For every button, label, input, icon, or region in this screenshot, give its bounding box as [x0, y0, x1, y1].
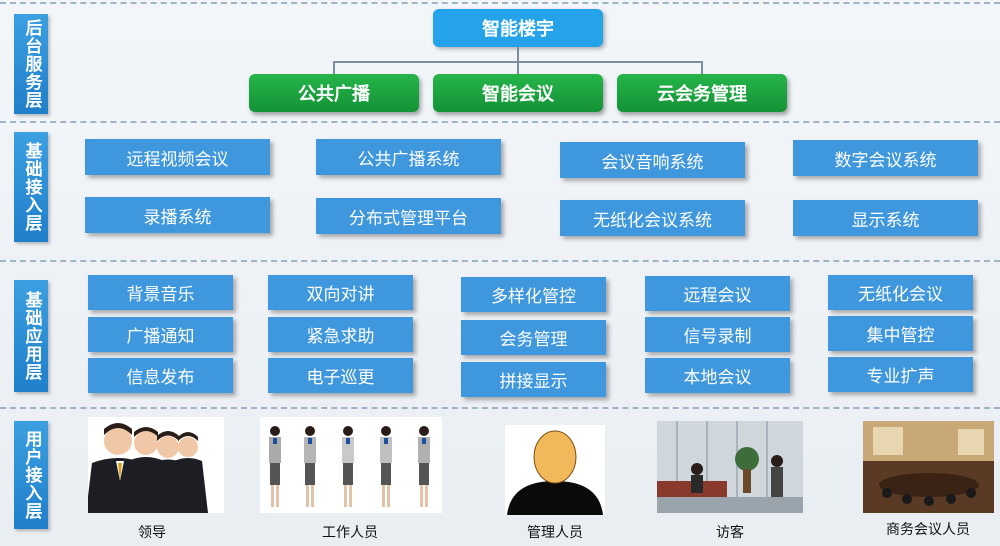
system-distributed-management[interactable]: 分布式管理平台	[316, 198, 501, 234]
node-smart-meeting[interactable]: 智能会议	[433, 74, 603, 112]
system-paperless-meeting[interactable]: 无纸化会议系统	[560, 200, 745, 236]
business-meeting-photo	[863, 421, 994, 513]
connector-line	[333, 61, 335, 74]
system-public-broadcast[interactable]: 公共广播系统	[316, 139, 501, 175]
root-node-smart-building[interactable]: 智能楼宇	[433, 9, 603, 47]
separator-line	[0, 2, 1000, 4]
layer-label-infra-app: 基础应用层	[14, 280, 48, 392]
connector-line	[517, 61, 519, 74]
system-remote-video-meeting[interactable]: 远程视频会议	[85, 139, 270, 175]
user-caption-leaders: 领导	[138, 525, 166, 541]
app-central-control[interactable]: 集中管控	[828, 316, 973, 351]
node-cloud-meeting-management[interactable]: 云会务管理	[617, 74, 787, 112]
leaders-photo	[88, 417, 224, 513]
layer-label-user-access: 用户接入层	[14, 421, 48, 529]
user-caption-managers: 管理人员	[527, 525, 583, 541]
visitor-photo	[657, 421, 803, 513]
app-meeting-affairs[interactable]: 会务管理	[461, 320, 606, 355]
connector-line	[701, 61, 703, 74]
user-caption-business-attendees: 商务会议人员	[886, 522, 970, 538]
system-recording[interactable]: 录播系统	[85, 197, 270, 233]
system-display[interactable]: 显示系统	[793, 200, 978, 236]
app-info-publish[interactable]: 信息发布	[88, 358, 233, 393]
node-public-broadcast[interactable]: 公共广播	[249, 74, 419, 112]
app-emergency-help[interactable]: 紧急求助	[268, 317, 413, 352]
system-digital-meeting[interactable]: 数字会议系统	[793, 140, 978, 176]
app-pro-amplification[interactable]: 专业扩声	[828, 357, 973, 392]
layer-label-backend: 后台服务层	[14, 14, 48, 114]
app-paperless-meeting[interactable]: 无纸化会议	[828, 275, 973, 310]
app-electronic-patrol[interactable]: 电子巡更	[268, 358, 413, 393]
app-splice-display[interactable]: 拼接显示	[461, 362, 606, 397]
system-meeting-audio[interactable]: 会议音响系统	[560, 142, 745, 178]
app-signal-recording[interactable]: 信号录制	[645, 317, 790, 352]
app-two-way-intercom[interactable]: 双向对讲	[268, 275, 413, 310]
app-diverse-control[interactable]: 多样化管控	[461, 277, 606, 312]
app-local-meeting[interactable]: 本地会议	[645, 358, 790, 393]
app-broadcast-notice[interactable]: 广播通知	[88, 317, 233, 352]
separator-line	[0, 121, 1000, 123]
connector-line	[517, 47, 519, 62]
app-background-music[interactable]: 背景音乐	[88, 275, 233, 310]
user-caption-staff: 工作人员	[322, 525, 378, 541]
separator-line	[0, 260, 1000, 262]
staff-photo	[260, 417, 442, 513]
user-caption-visitors: 访客	[716, 525, 744, 541]
app-remote-meeting[interactable]: 远程会议	[645, 276, 790, 311]
layer-label-infra-access: 基础接入层	[14, 132, 48, 242]
manager-avatar-icon	[505, 425, 605, 515]
separator-line	[0, 407, 1000, 409]
